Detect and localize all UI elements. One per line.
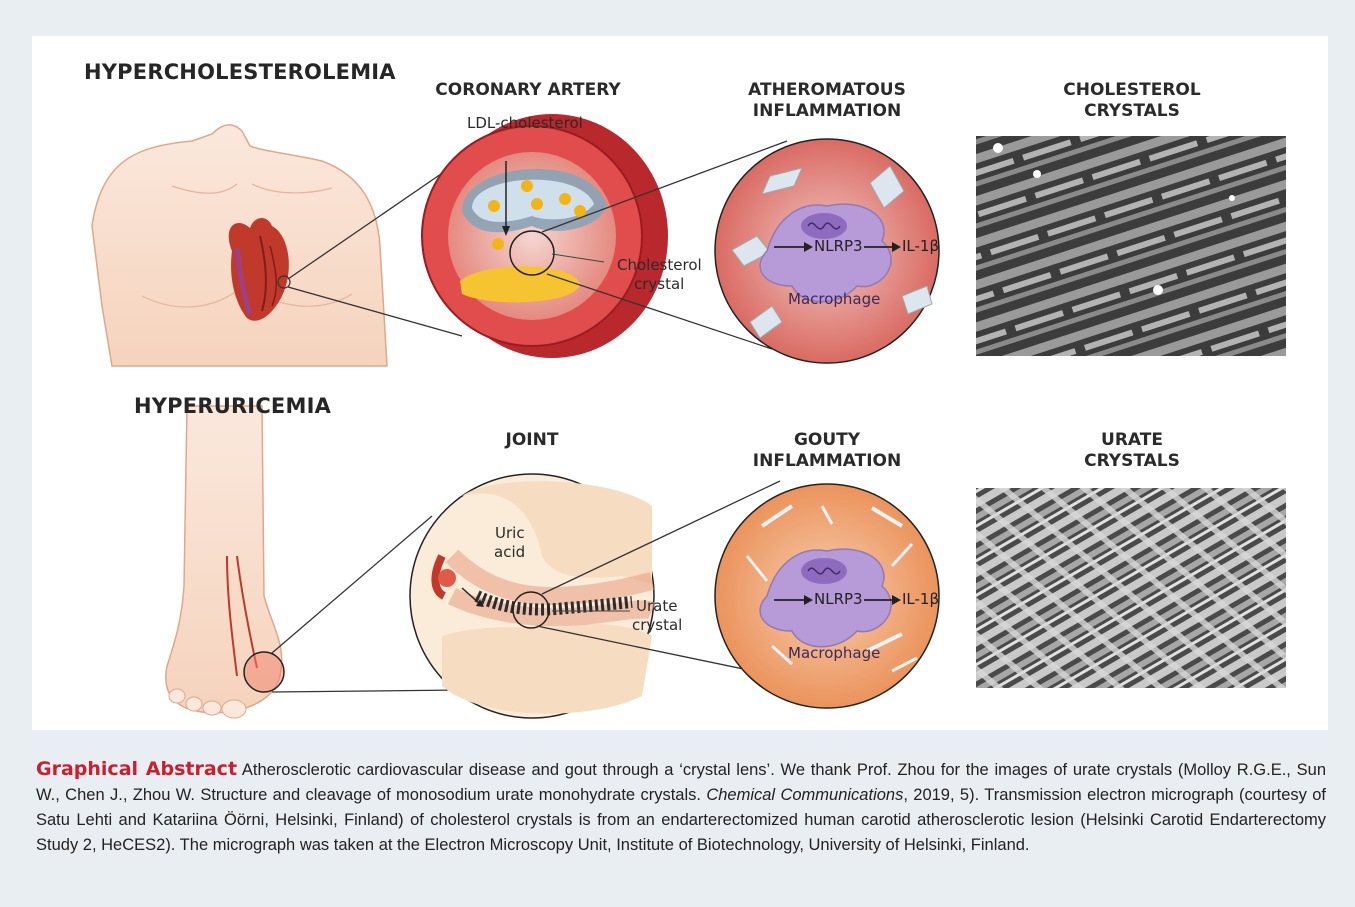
label-uric-line1: Uric — [495, 524, 525, 542]
label-joint: JOINT — [452, 430, 612, 451]
coronary-artery-illustration — [422, 114, 668, 358]
label-macrophage-top: Macrophage — [788, 290, 880, 308]
label-cholesterol-crystal-line2: crystal — [634, 275, 684, 293]
joint-illustration — [410, 474, 654, 718]
label-urate-crystal-line2: crystal — [632, 616, 682, 634]
figure-caption: Graphical Abstract Atherosclerotic cardi… — [32, 730, 1328, 907]
label-coronary-artery: CORONARY ARTERY — [408, 80, 648, 101]
heading-hyperuricemia: HYPERURICEMIA — [134, 394, 331, 418]
label-gouty-line1: GOUTY — [712, 430, 942, 451]
heading-hypercholesterolemia: HYPERCHOLESTEROLEMIA — [84, 60, 396, 84]
caption-paragraph: Graphical Abstract Atherosclerotic cardi… — [36, 757, 1326, 858]
caption-journal: Chemical Communications — [706, 786, 903, 804]
label-uric-line2: acid — [494, 543, 525, 561]
label-urate-line2: CRYSTALS — [1022, 451, 1242, 472]
label-urate-crystal-line1: Urate — [636, 597, 677, 615]
label-nlrp3-top: NLRP3 — [814, 237, 863, 255]
label-ldl-cholesterol: LDL-cholesterol — [467, 114, 583, 132]
label-macrophage-bottom: Macrophage — [788, 644, 880, 662]
label-urate-line1: URATE — [1022, 430, 1242, 451]
label-cholesterol-line1: CHOLESTEROL — [1022, 80, 1242, 101]
label-atheromatous-line1: ATHEROMATOUS — [712, 80, 942, 101]
label-gouty-line2: INFLAMMATION — [712, 451, 942, 472]
figure-panel: HYPERCHOLESTEROLEMIA CORONARY ARTERY ATH… — [32, 36, 1328, 730]
foot-illustration — [166, 406, 284, 718]
cholesterol-crystals-micrograph — [976, 136, 1286, 356]
label-atheromatous-line2: INFLAMMATION — [712, 101, 942, 122]
label-il1b-bottom: IL-1β — [902, 590, 939, 608]
label-nlrp3-bottom: NLRP3 — [814, 590, 863, 608]
label-il1b-top: IL-1β — [902, 237, 939, 255]
label-cholesterol-line2: CRYSTALS — [1022, 101, 1242, 122]
label-cholesterol-crystal-line1: Cholesterol — [617, 256, 702, 274]
caption-lead: Graphical Abstract — [36, 758, 237, 780]
